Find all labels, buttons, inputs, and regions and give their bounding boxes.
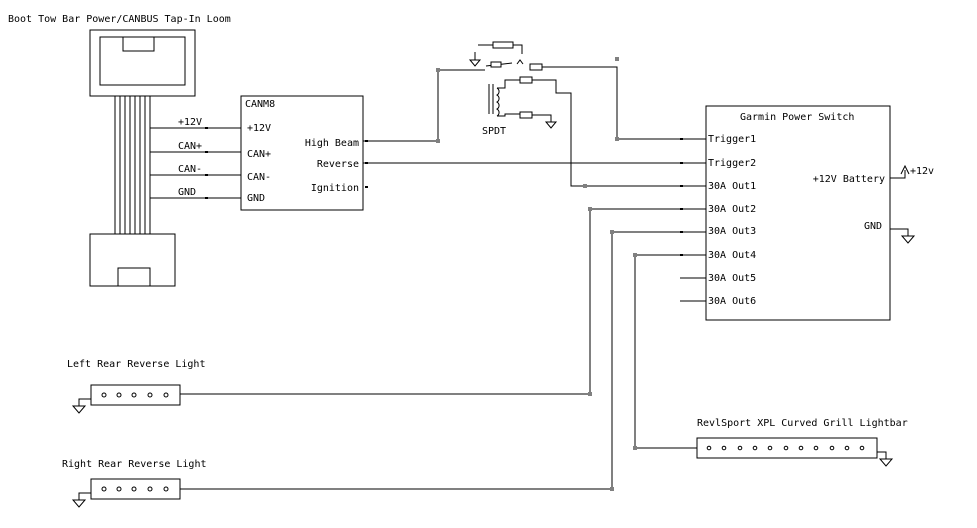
high-beam-wire (363, 68, 485, 143)
relay-to-trigger1-wire (558, 57, 706, 141)
canm8-output-ignition: Ignition (311, 183, 359, 194)
right-rear-reverse-light (71, 478, 181, 508)
garmin-pin-out3: 30A Out3 (708, 226, 756, 237)
canm8-title: CANM8 (245, 99, 275, 110)
lightbar (696, 437, 894, 467)
loom-bottom-connector (89, 233, 176, 287)
left-light-label: Left Rear Reverse Light (67, 359, 205, 370)
left-rear-reverse-light (71, 384, 181, 414)
garmin-pin-out4: 30A Out4 (708, 250, 756, 261)
garmin-title: Garmin Power Switch (740, 112, 854, 123)
loom-cable-bundle (114, 96, 151, 234)
spdt-relay (468, 41, 706, 187)
garmin-pin-out5: 30A Out5 (708, 273, 756, 284)
garmin-pin-out1: 30A Out1 (708, 181, 756, 192)
loom-tap-wires (150, 127, 243, 199)
garmin-gnd-symbol (890, 228, 916, 244)
loom-label-can-minus: CAN- (178, 164, 202, 175)
canm8-input-can-minus: CAN- (247, 172, 271, 183)
garmin-pin-out2: 30A Out2 (708, 204, 756, 215)
garmin-pin-trigger2: Trigger2 (708, 158, 756, 169)
canm8-box (240, 95, 364, 211)
battery-supply-wire (890, 164, 910, 179)
loom-label-12v: +12V (178, 117, 202, 128)
garmin-pin-stubs (680, 138, 706, 302)
loom-label-can-plus: CAN+ (178, 141, 202, 152)
loom-label-gnd: GND (178, 187, 196, 198)
loom-top-connector (89, 29, 196, 97)
canm8-output-high-beam: High Beam (305, 138, 359, 149)
garmin-power-switch-box (705, 105, 891, 321)
canm8-input-12v: +12V (247, 123, 271, 134)
canm8-output-reverse: Reverse (317, 159, 359, 170)
diagram-title: Boot Tow Bar Power/CANBUS Tap-In Loom (8, 14, 231, 25)
garmin-pin-trigger1: Trigger1 (708, 134, 756, 145)
out3-wire (180, 230, 706, 491)
garmin-pin-out6: 30A Out6 (708, 296, 756, 307)
garmin-gnd-label: GND (864, 221, 882, 232)
garmin-battery-label: +12V Battery (813, 174, 885, 185)
right-light-label: Right Rear Reverse Light (62, 459, 207, 470)
lightbar-label: RevlSport XPL Curved Grill Lightbar (697, 418, 908, 429)
canm8-input-can-plus: CAN+ (247, 149, 271, 160)
spdt-label: SPDT (482, 126, 506, 137)
canm8-input-gnd: GND (247, 193, 265, 204)
supply-12v-label: +12v (910, 166, 934, 177)
out4-wire (633, 253, 706, 450)
out2-wire (180, 207, 706, 396)
